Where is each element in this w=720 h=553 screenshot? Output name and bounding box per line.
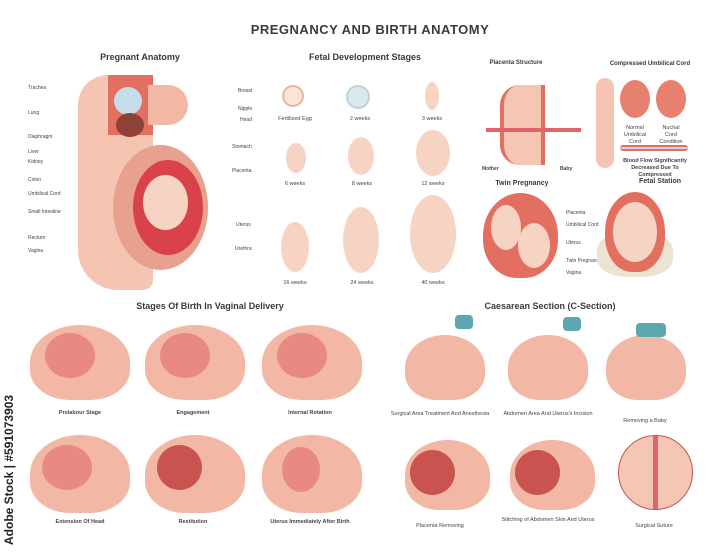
step-label: Placenta Removing <box>416 523 464 529</box>
fetal-station-illustration <box>597 192 673 277</box>
restitution-illustration <box>145 435 245 513</box>
stage-label: 2 weeks <box>349 116 371 122</box>
step-label: Surgical Suture <box>635 523 673 529</box>
stage-label: 24 weeks <box>350 280 374 286</box>
three-week-image <box>425 82 439 110</box>
stage-label: Prelabour Stage <box>58 410 102 416</box>
twin-label-umbilical-cord: Umbilical Cord <box>566 222 599 228</box>
label-liver: Liver <box>28 149 39 155</box>
stage-label: 40 weeks <box>421 280 445 286</box>
label-vagina: Vagina <box>28 248 44 254</box>
twentyfour-week-image <box>343 207 379 273</box>
pregnant-anatomy-title: Pregnant Anatomy <box>100 52 180 62</box>
placenta-structure-title: Placenta Structure <box>489 60 543 66</box>
label-umbilical-cord: Umbilical Cord <box>28 191 61 197</box>
normal-cord-illustration <box>620 80 650 118</box>
eight-week-image <box>348 137 374 175</box>
stage-label: 3 weeks <box>421 116 443 122</box>
label-nipple: Nipple <box>238 106 253 112</box>
twin-pregnancy-illustration <box>483 193 558 278</box>
woman-silhouette <box>596 78 614 168</box>
c-section-title: Caesarean Section (C-Section) <box>484 301 616 311</box>
stage-label: Fertilized Egg <box>278 116 312 122</box>
stage-label: Uterus Immediately After Birth <box>270 519 350 525</box>
twin-label-uterus: Uterus <box>566 240 581 246</box>
twin-label-twin-pregnancy: Twin Pregnancy <box>566 258 602 264</box>
nuchal-cord-illustration <box>656 80 686 118</box>
extension-head-illustration <box>30 435 130 513</box>
step-label: Stitching of Abdomen Skin And Uterus <box>501 517 595 523</box>
twin-label-vagina: Vagina <box>566 270 582 276</box>
stage-label: 6 weeks <box>284 181 306 187</box>
compressed-cord-note: Blood Flow Significantly Decreased Due T… <box>623 158 687 179</box>
normal-cord-label: Normal Umbilical Cord <box>623 125 647 146</box>
placenta-vessel <box>486 128 581 132</box>
step-label: Removing a Baby <box>623 418 667 424</box>
anesthesia-illustration <box>405 315 485 400</box>
stage-label: Engagement <box>176 410 210 416</box>
label-diaphragm: Diaphragm <box>28 134 53 140</box>
label-kidney: Kidney <box>28 159 44 165</box>
placenta-baby-label: Baby <box>560 166 573 172</box>
watermark: Adobe Stock | #591073903 <box>2 394 16 545</box>
stage-label: Extension Of Head <box>55 519 105 525</box>
step-label: Abdomen Area And Uterus's Incision <box>503 411 593 417</box>
fertilized-egg-image <box>282 85 304 107</box>
placenta-removing-illustration <box>405 440 490 510</box>
vaginal-delivery-title: Stages Of Birth In Vaginal Delivery <box>136 301 284 311</box>
stage-label: 12 weeks <box>421 181 445 187</box>
label-rectum: Rectum <box>28 235 46 241</box>
stage-label: Restitution <box>178 519 208 525</box>
forty-week-image <box>410 195 456 273</box>
stitching-illustration <box>510 440 595 510</box>
label-head: Head <box>240 117 252 123</box>
stage-label: 16 weeks <box>283 280 307 286</box>
stage-label: Internal Rotation <box>288 410 332 416</box>
label-lung: Lung <box>28 110 40 116</box>
placenta-structure-illustration <box>500 85 545 165</box>
stage-label: 8 weeks <box>351 181 373 187</box>
two-week-image <box>346 85 370 109</box>
six-week-image <box>286 143 306 173</box>
pregnant-anatomy-illustration <box>78 75 208 290</box>
twelve-week-image <box>416 130 450 176</box>
label-small-intestine: Small Intestine <box>28 209 61 215</box>
label-stomach: Stomach <box>232 144 252 150</box>
label-breast: Breast <box>238 88 253 94</box>
after-birth-illustration <box>262 435 362 513</box>
incision-illustration <box>508 317 588 400</box>
compressed-cord-image <box>620 145 688 151</box>
label-colon: Colon <box>28 177 42 183</box>
twin-pregnancy-title: Twin Pregnancy <box>495 180 549 187</box>
engagement-illustration <box>145 325 245 400</box>
fetal-station-title: Fetal Station <box>638 178 682 185</box>
step-label: Surgical Area Treatment And Anesthesia <box>390 411 490 417</box>
label-placenta: Placenta <box>232 168 252 174</box>
placenta-mother-label: Mother <box>482 166 499 172</box>
fetal-development-title: Fetal Development Stages <box>308 52 422 62</box>
main-title: PREGNANCY AND BIRTH ANATOMY <box>250 22 490 37</box>
twin-label-placenta: Placenta <box>566 210 586 216</box>
label-uterus: Uterus <box>236 222 251 228</box>
nuchal-cord-label: Nuchal Cord Condition <box>659 125 683 146</box>
sixteen-week-image <box>281 222 309 272</box>
removing-baby-illustration <box>606 323 686 400</box>
label-trachea: Trachea <box>28 85 47 91</box>
surgical-suture-illustration <box>618 435 693 510</box>
internal-rotation-illustration <box>262 325 362 400</box>
label-urethra: Urethra <box>235 246 252 252</box>
prelabour-illustration <box>30 325 130 400</box>
compressed-cord-title: Compressed Umbilical Cord <box>609 61 691 67</box>
